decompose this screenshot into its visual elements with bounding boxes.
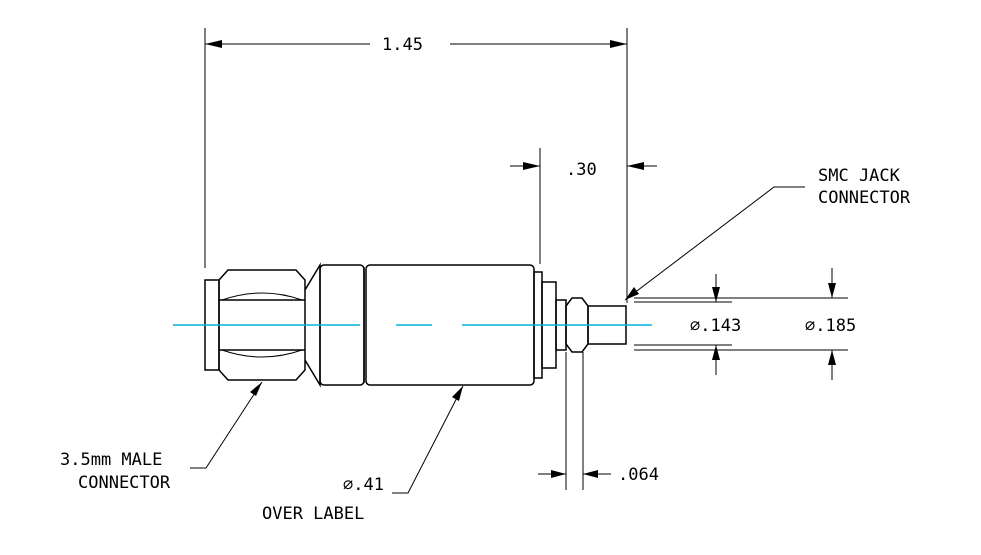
smc-callout-line2: CONNECTOR	[818, 188, 911, 208]
inner-diameter-label: ⌀.143	[690, 316, 741, 336]
male-callout-line1: 3.5mm MALE	[60, 450, 162, 470]
overall-length-label: 1.45	[382, 35, 423, 55]
body-callout-line2: OVER LABEL	[262, 504, 364, 524]
smc-callout-line1: SMC JACK	[818, 166, 901, 186]
dim-flange-width: .064	[538, 352, 659, 490]
callout-smc-jack: SMC JACK CONNECTOR	[624, 166, 911, 301]
callout-male-connector: 3.5mm MALE CONNECTOR	[60, 381, 263, 493]
outer-diameter-label: ⌀.185	[805, 316, 856, 336]
dim-diameters: ⌀.143 ⌀.185	[634, 268, 856, 380]
smc-length-label: .30	[566, 160, 597, 180]
flange-width-label: .064	[618, 465, 659, 485]
dim-smc-length: .30	[510, 148, 657, 264]
dim-overall-length: 1.45	[204, 28, 628, 303]
callout-body-diameter: ⌀.41 OVER LABEL	[262, 385, 464, 524]
body-callout-line1: ⌀.41	[343, 475, 384, 495]
male-callout-line2: CONNECTOR	[78, 473, 171, 493]
